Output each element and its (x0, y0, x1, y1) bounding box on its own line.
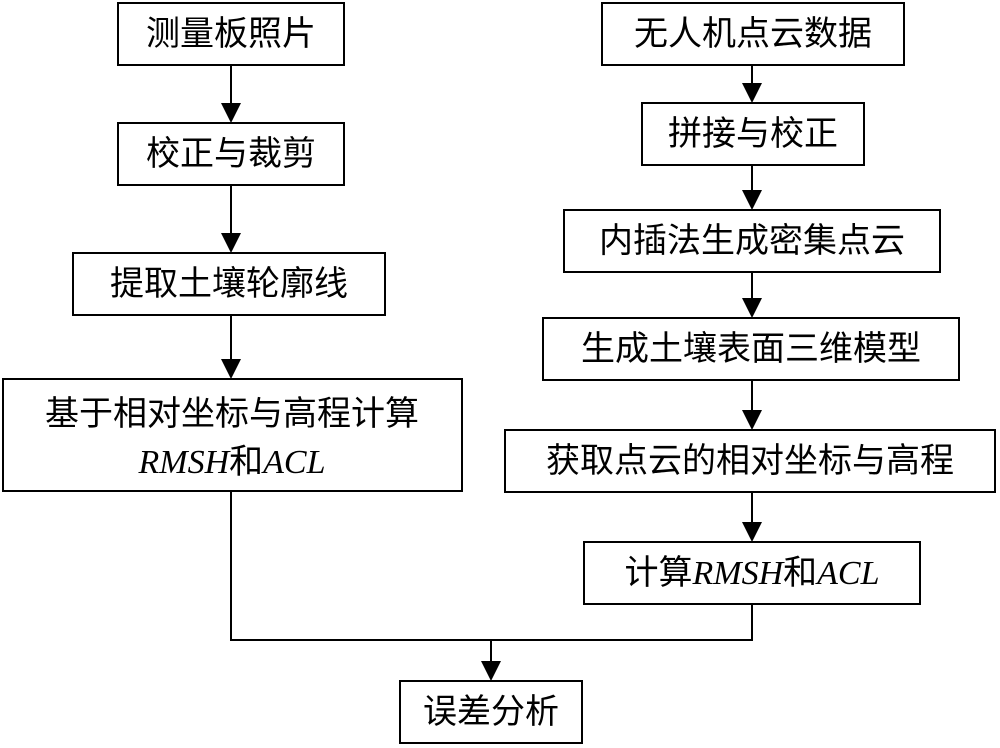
final-step-label: 误差分析 (423, 692, 559, 732)
left-step-4-he: 和 (229, 442, 263, 482)
right-step-3-box (563, 209, 941, 273)
left-step-4-acl: ACL (261, 444, 325, 481)
left-step-2-label: 校正与裁剪 (146, 134, 316, 174)
left-step-3: 提取土壤轮廓线 (72, 252, 386, 316)
right-step-4-label: 生成土壤表面三维模型 (581, 329, 921, 369)
right-step-6-prefix: 计算 (624, 553, 692, 593)
left-step-4: 基于相对坐标与高程计算 RMSH和ACL (2, 378, 463, 492)
right-step-2: 拼接与校正 (641, 102, 865, 166)
right-step-4: 生成土壤表面三维模型 (542, 317, 960, 381)
right-step-5-label: 获取点云的相对坐标与高程 (546, 441, 954, 481)
left-step-4-label-line2: RMSH和ACL (137, 442, 325, 482)
right-step-6-box (583, 541, 921, 605)
left-step-2-box (117, 122, 345, 186)
left-step-1-label: 测量板照片 (146, 14, 316, 54)
right-step-1-label: 无人机点云数据 (634, 14, 872, 54)
right-step-3: 内插法生成密集点云 (563, 209, 941, 273)
right-step-2-label: 拼接与校正 (668, 114, 838, 154)
right-step-6-he: 和 (783, 553, 817, 593)
right-step-6-acl: ACL (815, 555, 879, 592)
left-step-3-box (72, 252, 386, 316)
left-step-2: 校正与裁剪 (117, 122, 345, 186)
left-step-1: 测量板照片 (117, 2, 345, 66)
right-step-3-label: 内插法生成密集点云 (599, 221, 905, 261)
left-step-4-label-line1: 基于相对坐标与高程计算 (45, 394, 419, 434)
right-step-6: 计算RMSH和ACL (583, 541, 921, 605)
left-step-3-label: 提取土壤轮廓线 (110, 264, 348, 304)
left-step-1-box (117, 2, 345, 66)
left-step-4-rmsh: RMSH (137, 444, 231, 481)
right-step-5-box (504, 429, 996, 493)
right-step-6-label: 计算RMSH和ACL (624, 553, 879, 593)
right-step-4-box (542, 317, 960, 381)
right-step-6-rmsh: RMSH (691, 555, 785, 592)
final-step-box (399, 680, 583, 744)
left-step-4-box (2, 378, 463, 492)
final-step: 误差分析 (399, 680, 583, 744)
right-step-1: 无人机点云数据 (601, 2, 905, 66)
right-step-5: 获取点云的相对坐标与高程 (504, 429, 996, 493)
